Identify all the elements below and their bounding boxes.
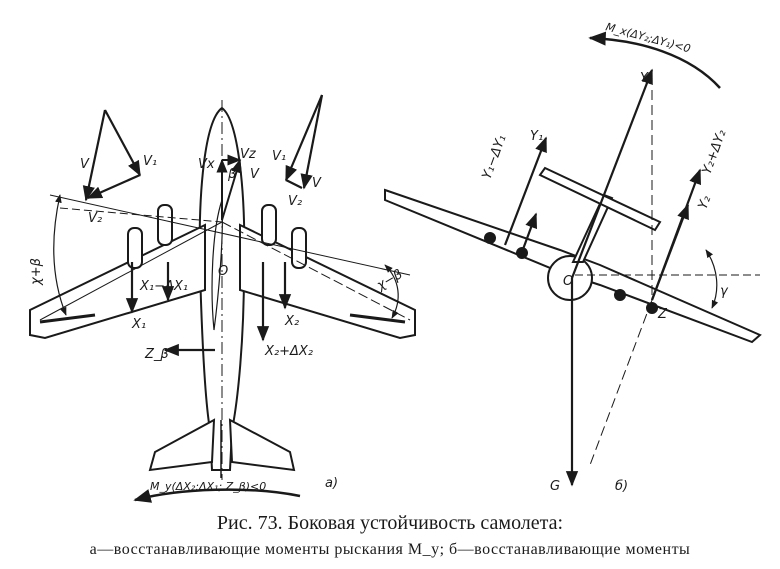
left-forces <box>125 262 292 357</box>
label-v-right: V <box>312 176 322 191</box>
plan-view-airplane <box>29 106 416 478</box>
panel-b-tag: б) <box>615 479 628 494</box>
label-z-beta: Z_β <box>144 347 169 362</box>
engine-pod-1 <box>484 232 496 244</box>
label-vx: Vx <box>198 157 215 172</box>
label-vz: Vz <box>240 147 257 162</box>
right-forces <box>503 68 702 487</box>
chi-plus-beta-arc <box>53 194 67 316</box>
left-tailplane <box>148 418 216 472</box>
label-x2-plus: X₂+ΔX₂ <box>264 344 313 359</box>
engine-left-inner <box>157 204 173 246</box>
horizontal-stabilizer <box>538 166 662 232</box>
vertical-fin <box>571 193 614 263</box>
label-z: Z <box>657 307 668 322</box>
engine-right-inner <box>261 204 277 246</box>
label-v-left: V <box>80 157 90 172</box>
label-chi-plus-beta: χ+β <box>29 258 44 286</box>
label-v1-left: V₁ <box>143 154 157 169</box>
label-origin-left: O <box>218 264 228 279</box>
velocity-triangle-right <box>284 94 324 190</box>
label-y: Y <box>640 71 649 86</box>
yaw-moment-arc <box>133 488 301 503</box>
label-y1: Y₁ <box>530 129 543 144</box>
label-beta: β <box>227 167 236 182</box>
label-v1-right: V₁ <box>272 149 286 164</box>
label-origin-right: O <box>563 274 573 289</box>
fuselage-cross-section <box>547 255 593 301</box>
roll-moment-label: M_x(ΔY₂;ΔY₁)<0 <box>604 20 692 55</box>
engine-left-outer <box>127 227 143 269</box>
yaw-moment-label: M_y(ΔX₂;ΔX₁; Z_β)<0 <box>150 480 266 493</box>
label-v2-right: V₂ <box>288 194 302 209</box>
figure-caption-title: Рис. 73. Боковая устойчивость самолета: <box>216 512 564 534</box>
left-reference-lines <box>39 100 411 480</box>
right-tailplane <box>228 418 296 472</box>
panel-a-tag: а) <box>325 476 338 491</box>
centre-velocity-vectors <box>216 154 242 221</box>
label-x1-minus: X₁−ΔX₁ <box>139 279 188 294</box>
label-chi-minus-beta: χ−β <box>374 267 406 294</box>
label-gamma: γ <box>720 284 729 299</box>
chi-minus-beta-arc <box>384 264 399 319</box>
engine-right-outer <box>291 227 307 269</box>
velocity-triangle-left <box>82 109 141 202</box>
label-y1-minus: Y₁−ΔY₁ <box>480 133 510 181</box>
right-reference-lines <box>575 90 760 466</box>
front-view-airplane <box>384 166 762 344</box>
label-x1: X₁ <box>131 317 146 332</box>
gamma-arc <box>705 249 719 309</box>
label-v-center: V <box>250 167 260 182</box>
label-v2-left: V₂ <box>88 211 102 226</box>
label-y2: Y₂ <box>696 194 715 211</box>
label-y2-plus: Y₂+ΔY₂ <box>700 128 730 176</box>
label-x2: X₂ <box>284 314 299 329</box>
engine-pod-2 <box>516 247 528 259</box>
engine-pod-3 <box>614 289 626 301</box>
label-g: G <box>550 479 560 494</box>
figure-caption-line: а—восстанавливающие моменты рыскания M_y… <box>89 541 691 558</box>
roll-moment-arc <box>588 31 721 89</box>
